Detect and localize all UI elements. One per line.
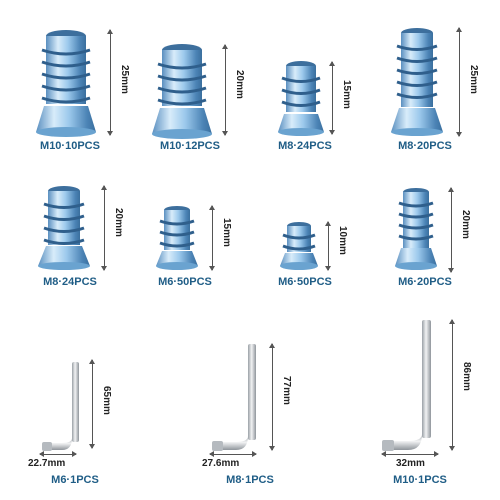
length-dimension: 20mm (460, 210, 471, 239)
width-dimension-line (381, 451, 439, 457)
length-dimension: 65mm (101, 386, 112, 415)
threaded-insert-image (152, 44, 212, 139)
threaded-insert-image (395, 188, 437, 270)
hex-key-label: M6·1PCS (51, 474, 99, 486)
dimension-line (209, 205, 215, 271)
length-dimension: 25mm (119, 65, 130, 94)
dimension-line (101, 185, 107, 271)
length-dimension: 20mm (113, 208, 124, 237)
insert-m8-20: 20mm M8·24PCS (20, 180, 135, 300)
threaded-insert-image (278, 61, 324, 136)
width-dimension-line (209, 451, 257, 457)
insert-label: M10·12PCS (160, 140, 220, 152)
dimension-line (456, 27, 462, 137)
insert-m8-25: 25mm M8·20PCS (375, 20, 490, 160)
insert-label: M10·10PCS (40, 140, 100, 152)
insert-label: M8·24PCS (43, 276, 97, 288)
width-dimension-line (39, 451, 77, 457)
width-dimension: 22.7mm (28, 458, 66, 469)
hex-key-m10: 86mm 32mm M10·1PCS (360, 312, 490, 492)
insert-m10-25: 25mm M10·10PCS (20, 20, 135, 160)
insert-label: M6·50PCS (158, 276, 212, 288)
hex-key-image (42, 362, 79, 451)
hex-key-m6: 65mm 22.7mm M6·1PCS (20, 340, 150, 490)
insert-label: M6·50PCS (278, 276, 332, 288)
length-dimension: 77mm (281, 376, 292, 405)
insert-m6-20: 20mm M6·20PCS (375, 180, 490, 300)
length-dimension: 15mm (221, 218, 232, 247)
length-dimension: 20mm (234, 70, 245, 99)
dimension-line (107, 29, 113, 136)
length-dimension: 25mm (468, 65, 479, 94)
insert-label: M8·20PCS (398, 140, 452, 152)
insert-m6-15: 15mm M6·50PCS (140, 180, 255, 300)
length-dimension: 86mm (461, 362, 472, 391)
dimension-line (329, 61, 335, 135)
width-dimension: 32mm (396, 458, 425, 469)
insert-m10-20: 20mm M10·12PCS (140, 20, 255, 160)
length-dimension: 10mm (337, 226, 348, 255)
hex-key-label: M10·1PCS (393, 474, 447, 486)
insert-label: M8·24PCS (278, 140, 332, 152)
insert-m6-10: 10mm M6·50PCS (260, 180, 370, 300)
hex-key-image (382, 320, 431, 451)
dimension-line (325, 221, 331, 271)
threaded-insert-image (391, 28, 443, 136)
hex-key-image (212, 344, 256, 451)
length-dimension: 15mm (341, 80, 352, 109)
threaded-insert-image (156, 206, 198, 270)
hex-key-label: M8·1PCS (226, 474, 274, 486)
insert-m8-15: 15mm M8·24PCS (260, 20, 370, 160)
threaded-insert-image (38, 186, 90, 270)
dimension-line (89, 359, 95, 449)
hex-key-m8: 77mm 27.6mm M8·1PCS (190, 340, 320, 490)
insert-label: M6·20PCS (398, 276, 452, 288)
threaded-insert-image (36, 30, 96, 137)
dimension-line (222, 44, 228, 136)
width-dimension: 27.6mm (202, 458, 240, 469)
dimension-line (269, 343, 275, 451)
dimension-line (449, 319, 455, 451)
dimension-line (448, 187, 454, 273)
threaded-insert-image (280, 222, 318, 270)
